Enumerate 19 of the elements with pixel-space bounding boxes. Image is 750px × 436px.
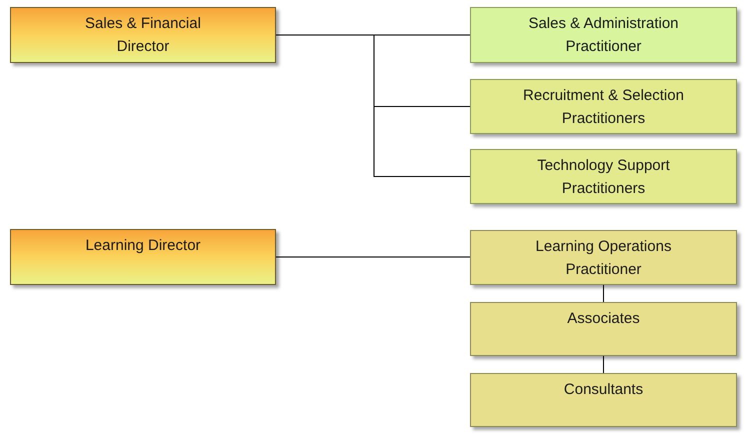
org-box xyxy=(470,79,737,134)
connector-line xyxy=(603,284,604,302)
role-title: Consultants xyxy=(564,380,644,400)
role-title: Technology Support Practitioners xyxy=(536,156,671,199)
role-title: Learning Operations Practitioner xyxy=(534,237,672,280)
org-box xyxy=(470,230,737,285)
org-box xyxy=(470,302,737,356)
connector-line xyxy=(276,256,470,258)
org-box xyxy=(470,373,737,427)
org-box xyxy=(470,149,737,204)
role-title: Sales & Administration Practitioner xyxy=(527,14,680,57)
role-title: Associates xyxy=(567,309,640,329)
org-box xyxy=(10,7,276,63)
org-box xyxy=(470,7,737,63)
connector-line xyxy=(603,356,604,374)
role-title: Sales & Financial Director xyxy=(84,14,202,57)
role-title: Learning Director xyxy=(85,236,201,256)
org-box xyxy=(10,229,276,285)
role-title: Recruitment & Selection Practitioners xyxy=(522,86,685,129)
